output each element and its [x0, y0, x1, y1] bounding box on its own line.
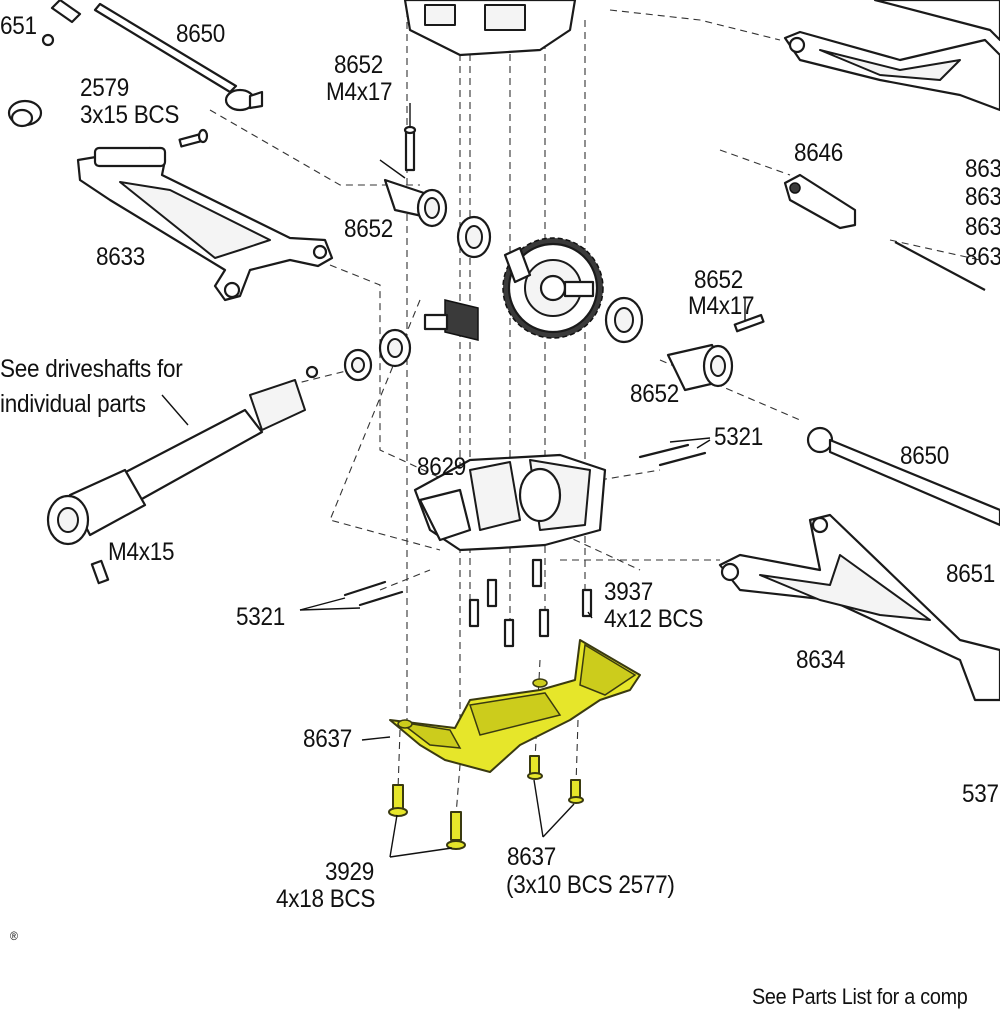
pin-8652-right — [733, 313, 765, 333]
clip-part — [7, 99, 43, 128]
suspension-arm-8634 — [718, 513, 1000, 702]
driveshaft-8650-top — [41, 0, 264, 112]
label-8629: 8629 — [417, 453, 466, 481]
label-3937: 3937 — [604, 578, 653, 606]
label-3929-size: 4x18 BCS — [276, 885, 376, 913]
label-8650-right: 8650 — [900, 442, 949, 470]
screw-2579 — [178, 128, 209, 148]
label-8652-c-size: M4x17 — [688, 292, 755, 320]
label-8634: 8634 — [796, 646, 845, 674]
differential-ring-gear — [502, 237, 604, 339]
label-8637-a: 8637 — [303, 725, 352, 753]
label-863-1: 863 — [965, 155, 1000, 183]
label-8651-right: 8651 — [946, 560, 995, 588]
label-8652-d: 8652 — [630, 380, 679, 408]
label-3929: 3929 — [325, 858, 374, 886]
label-8633: 8633 — [96, 243, 145, 271]
skid-plate-8637 — [389, 639, 641, 773]
label-537: 537 — [962, 780, 999, 808]
label-8646: 8646 — [794, 139, 843, 167]
footer-note: See Parts List for a comp — [752, 984, 968, 1009]
label-8652-a-size: M4x17 — [326, 78, 393, 106]
label-m4x15: M4x15 — [108, 538, 175, 566]
motor-mount-top — [403, 0, 577, 57]
label-2579-size: 3x15 BCS — [80, 101, 180, 129]
gearbox-housing-8629 — [413, 453, 607, 552]
linkage-8646 — [783, 173, 986, 291]
output-cup-8652-right — [666, 343, 734, 392]
label-8637-b: 8637 — [507, 843, 556, 871]
label-863-3: 863 — [965, 213, 1000, 241]
leader-lines — [161, 103, 746, 858]
label-2579: 2579 — [80, 74, 129, 102]
pinion-gear — [423, 299, 479, 341]
label-8651-top: 651 — [0, 12, 37, 40]
pin-8652-top — [403, 125, 417, 172]
label-8650-top: 8650 — [176, 20, 225, 48]
label-8637-b-size: (3x10 BCS 2577) — [506, 871, 675, 899]
output-cup-8652-left — [383, 178, 448, 228]
driveshaft-8650-right — [806, 426, 1000, 527]
driveshaft-note-line2: individual parts — [0, 390, 146, 418]
label-863-2: 863 — [965, 183, 1000, 211]
label-8652-c: 8652 — [694, 266, 743, 294]
screws-highlighted — [388, 755, 584, 850]
label-8652-a: 8652 — [334, 51, 383, 79]
suspension-arm-upper-right — [783, 0, 1000, 112]
label-863-4: 863 — [965, 243, 1000, 271]
center-driveshaft — [46, 365, 319, 585]
suspension-arm-8633 — [76, 146, 334, 302]
driveshaft-note-line1: See driveshafts for — [0, 355, 183, 383]
label-5321-a: 5321 — [714, 423, 763, 451]
screws-3937 — [468, 558, 593, 648]
bearings — [343, 215, 644, 382]
trademark-symbol: ® — [10, 929, 18, 943]
label-5321-b: 5321 — [236, 603, 285, 631]
label-8652-b: 8652 — [344, 215, 393, 243]
label-3937-size: 4x12 BCS — [604, 605, 704, 633]
pins-5321 — [343, 443, 707, 607]
